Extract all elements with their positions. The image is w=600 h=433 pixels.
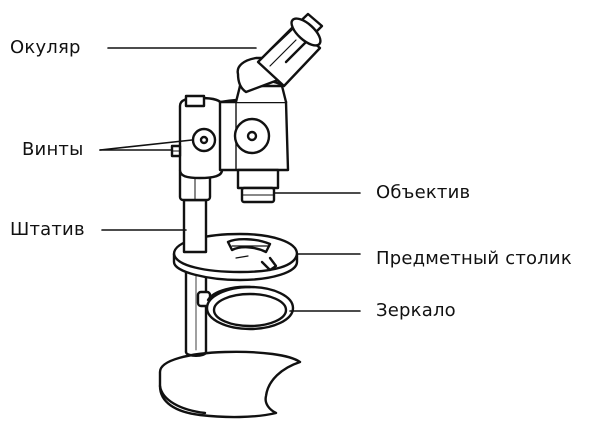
label-stand: Штатив (10, 219, 85, 240)
microscope-base (158, 350, 302, 419)
objective-lens (236, 168, 280, 204)
mirror-assembly (196, 285, 295, 331)
label-screws: Винты (22, 139, 84, 160)
label-objective: Объектив (376, 182, 471, 203)
upper-column (178, 166, 212, 254)
label-mirror: Зеркало (376, 300, 456, 321)
label-stage: Предметный столик (376, 248, 572, 269)
microscope-head (170, 79, 290, 180)
leader-screw-2 (99, 139, 193, 151)
eyepiece-tube (236, 12, 324, 94)
leader-lines (99, 47, 361, 312)
label-eyepiece: Окуляр (10, 37, 81, 58)
